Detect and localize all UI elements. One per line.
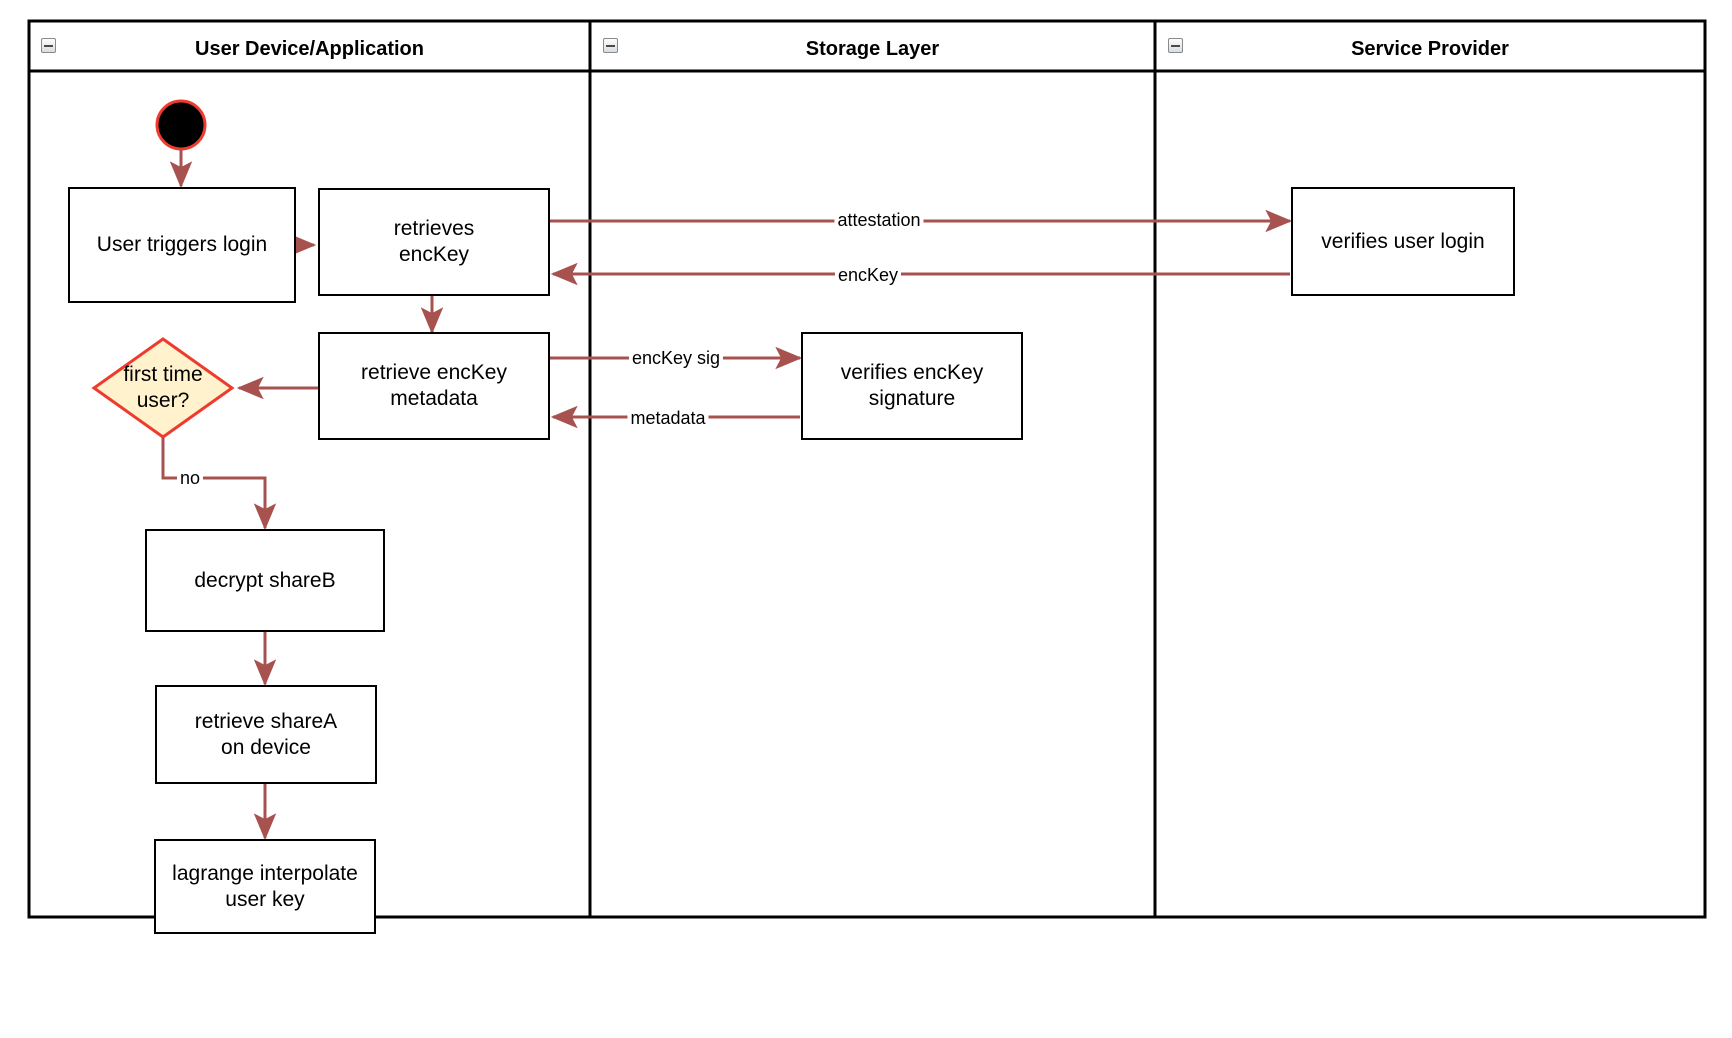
edge-label-attestation: attestation (834, 210, 924, 231)
node-retrieve-enckey-metadata[interactable]: retrieve encKey metadata (318, 332, 550, 440)
collapse-minus-icon[interactable] (603, 38, 618, 53)
node-decrypt-shareb[interactable]: decrypt shareB (145, 529, 385, 632)
start-node (155, 99, 207, 151)
node-retrieves-enckey[interactable]: retrieves encKey (318, 188, 550, 296)
edge-no (161, 437, 277, 531)
edge-label-metadata: metadata (627, 408, 709, 429)
collapse-minus-icon[interactable] (41, 38, 56, 53)
node-lagrange-interpolate-user-key[interactable]: lagrange interpolate user key (154, 839, 376, 934)
node-verifies-enckey-signature[interactable]: verifies encKey signature (801, 332, 1023, 440)
lane-title-service-provider: Service Provider (1351, 38, 1509, 60)
node-verifies-user-login[interactable]: verifies user login (1291, 187, 1515, 296)
lane-title-user-device: User Device/Application (195, 38, 424, 60)
node-user-triggers-login[interactable]: User triggers login (68, 187, 296, 303)
lane-title-storage-layer: Storage Layer (805, 38, 940, 60)
edge-label-no: no (176, 468, 204, 489)
collapse-minus-icon[interactable] (1168, 38, 1183, 53)
edge-label-enckey-sig: encKey sig (628, 348, 724, 369)
node-retrieve-sharea-on-device[interactable]: retrieve shareA on device (155, 685, 377, 784)
edge-label-enckey: encKey (834, 265, 902, 286)
